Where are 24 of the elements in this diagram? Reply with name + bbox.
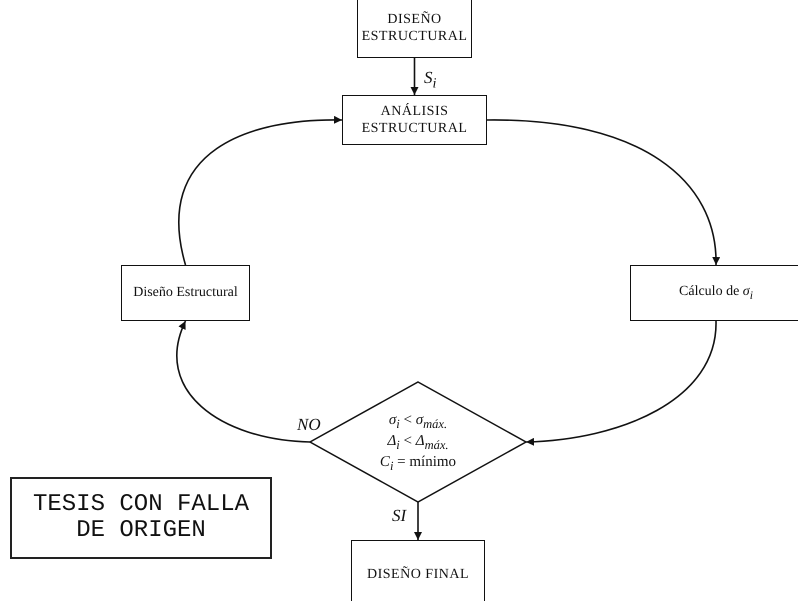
node-label: DISEÑO FINAL bbox=[366, 566, 470, 584]
arrow bbox=[410, 58, 418, 95]
process-box bbox=[630, 265, 798, 321]
stamp-box bbox=[10, 477, 272, 559]
node-label: Diseño Estructural bbox=[133, 284, 238, 302]
condition-text: C$_{i}$ = mínimo bbox=[380, 452, 456, 474]
arrow bbox=[486, 119, 720, 266]
condition-text: σ$_{i}$ < σ$_{máx.}$ bbox=[388, 410, 448, 432]
process-box bbox=[357, 0, 472, 58]
arrow bbox=[526, 320, 717, 446]
edge-label: SI bbox=[392, 506, 406, 526]
process-box bbox=[351, 540, 485, 601]
node-label: Cálculo de σ$_{i}$ bbox=[679, 282, 753, 304]
process-box bbox=[342, 95, 487, 145]
edge-label: NO bbox=[297, 415, 321, 435]
node-label: TESIS CON FALLA DE ORIGEN bbox=[32, 492, 250, 544]
edge-label: S$_{i}$ bbox=[424, 68, 436, 92]
arrow bbox=[176, 320, 310, 443]
arrow bbox=[414, 502, 422, 540]
condition-text: Δ$_{i}$ < Δ$_{máx.}$ bbox=[387, 432, 449, 452]
node-label: DISEÑO ESTRUCTURAL bbox=[362, 10, 468, 46]
arrow bbox=[178, 116, 342, 266]
node-label: ANÁLISIS ESTRUCTURAL bbox=[360, 102, 468, 138]
process-box bbox=[121, 265, 250, 321]
